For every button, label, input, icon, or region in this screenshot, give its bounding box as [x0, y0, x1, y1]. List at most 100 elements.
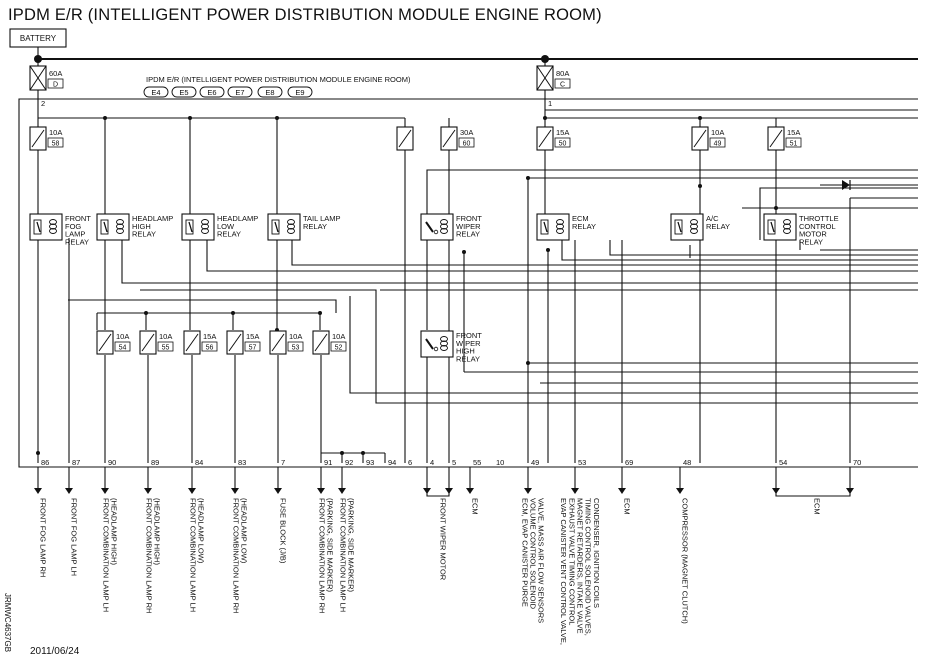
- terminal-number: 54: [779, 458, 787, 467]
- terminal-number: 48: [683, 458, 691, 467]
- terminal-number: 4: [430, 458, 434, 467]
- relay-switch: [274, 221, 279, 233]
- destination-label: (PARKING, SIDE MARKER): [347, 498, 356, 593]
- terminal-number: 94: [388, 458, 396, 467]
- connector-badge: [171, 86, 197, 98]
- relay-label: WIPER: [456, 339, 481, 348]
- connector-badge: [257, 86, 283, 98]
- mid-fuse-amp: 10A: [116, 332, 129, 341]
- destination-label: FRONT FOG LAMP RH: [39, 498, 48, 577]
- main-fuse-id-box: [554, 78, 571, 89]
- mid-fuse-amp: 10A: [289, 332, 302, 341]
- mid-fuse-id-box: [244, 341, 261, 352]
- terminal-number: 55: [473, 458, 481, 467]
- mid-fuse-element: [228, 333, 242, 352]
- relay-label: RELAY: [799, 237, 823, 246]
- relay-coil: [556, 219, 564, 225]
- terminal-number: 93: [366, 458, 374, 467]
- relay-coil: [783, 219, 791, 225]
- destination-label: ECM: [471, 498, 480, 515]
- main-fuse-terminal: 1: [548, 99, 552, 108]
- relay-coil: [690, 223, 698, 230]
- relay-label: FOG: [65, 222, 81, 231]
- relay-label: CONTROL: [799, 222, 836, 231]
- relay-coil: [49, 223, 57, 230]
- main-fuse-id: C: [560, 82, 565, 89]
- connector-label: E8: [265, 88, 274, 97]
- main-fuse-cross: [536, 65, 554, 91]
- relay-contact: [425, 221, 434, 233]
- mid-fuse-id-box: [330, 341, 347, 352]
- relay-box: [29, 213, 63, 241]
- main-fuse: [29, 65, 47, 91]
- destination-label: (HEADLAMP LOW): [197, 498, 206, 564]
- top-fuse-element: [442, 129, 456, 148]
- mid-fuse-element: [314, 333, 328, 352]
- top-fuse-element: [538, 129, 552, 148]
- relay-contact: [33, 219, 42, 235]
- relay-coil: [116, 228, 124, 234]
- relay-switch: [103, 221, 108, 233]
- top-fuse-id-box: [785, 137, 802, 148]
- diagram-code: JRMWC4637GB: [3, 592, 13, 653]
- relay-coil: [287, 223, 295, 230]
- destination-label: TIMING CONTROL SOLENOID VALVES,: [584, 498, 593, 636]
- relay-switch: [188, 221, 193, 233]
- destination-label: (PARKING, SIDE MARKER): [326, 498, 335, 593]
- relay-label: TAIL LAMP: [303, 214, 341, 223]
- mid-fuse-id: 57: [249, 345, 257, 352]
- relay-coil: [287, 219, 295, 225]
- relay-label: RELAY: [217, 230, 241, 239]
- destination-label: FRONT COMBINATION LAMP LH: [188, 498, 197, 612]
- top-fuse-amp: 15A: [787, 128, 800, 137]
- connector-badge: [287, 86, 313, 98]
- mid-fuse-id-box: [287, 341, 304, 352]
- top-fuse-id: 60: [463, 141, 471, 148]
- mid-fuse-id-box: [114, 341, 131, 352]
- top-fuse-id-box: [709, 137, 726, 148]
- relay-label: FRONT: [456, 214, 482, 223]
- relay-box: [420, 330, 454, 358]
- relay-label: RELAY: [456, 354, 480, 363]
- main-fuse-amp: 80A: [556, 69, 569, 78]
- mid-fuse-amp: 10A: [159, 332, 172, 341]
- relay-coil: [440, 228, 448, 234]
- relay-coil: [116, 219, 124, 225]
- mid-fuse-id: 52: [335, 345, 343, 352]
- terminal-number: 86: [41, 458, 49, 467]
- relay-label: MOTOR: [799, 230, 827, 239]
- relay-switch: [770, 221, 775, 233]
- relay-coil: [440, 340, 448, 347]
- relay-coil: [556, 228, 564, 234]
- mid-fuse-id: 53: [292, 345, 300, 352]
- relay-switch: [543, 221, 548, 233]
- top-fuse-amp: 10A: [711, 128, 724, 137]
- top-fuse-amp: 15A: [556, 128, 569, 137]
- destination-label: FRONT COMBINATION LAMP LH: [338, 498, 347, 612]
- main-fuse-id-box: [47, 78, 64, 89]
- main-fuse-terminal: 2: [41, 99, 45, 108]
- relay-coil: [49, 219, 57, 225]
- terminal-number: 92: [345, 458, 353, 467]
- terminal-number: 87: [72, 458, 80, 467]
- destination-label: FRONT COMBINATION LAMP RH: [317, 498, 326, 613]
- battery-label: BATTERY: [20, 34, 57, 43]
- relay-coil: [440, 345, 448, 351]
- relay-coil: [440, 219, 448, 225]
- destination-label: (HEADLAMP HIGH): [110, 498, 119, 565]
- relay-label: HIGH: [132, 222, 151, 231]
- connector-label: E7: [235, 88, 244, 97]
- relay-coil: [690, 228, 698, 234]
- terminal-number: 6: [408, 458, 412, 467]
- terminal-number: 5: [452, 458, 456, 467]
- top-fuse-id-box: [458, 137, 475, 148]
- main-fuse-id: D: [53, 82, 58, 89]
- relay-coil: [116, 223, 124, 230]
- page-title: IPDM E/R (INTELLIGENT POWER DISTRIBUTION…: [8, 6, 602, 24]
- terminal-number: 69: [625, 458, 633, 467]
- destination-label: MAGNET RETARDERS, INTAKE VALVE: [576, 498, 585, 634]
- relay-box: [420, 213, 454, 241]
- relay-label: RELAY: [706, 222, 730, 231]
- connector-label: E6: [207, 88, 216, 97]
- terminal-number: 70: [853, 458, 861, 467]
